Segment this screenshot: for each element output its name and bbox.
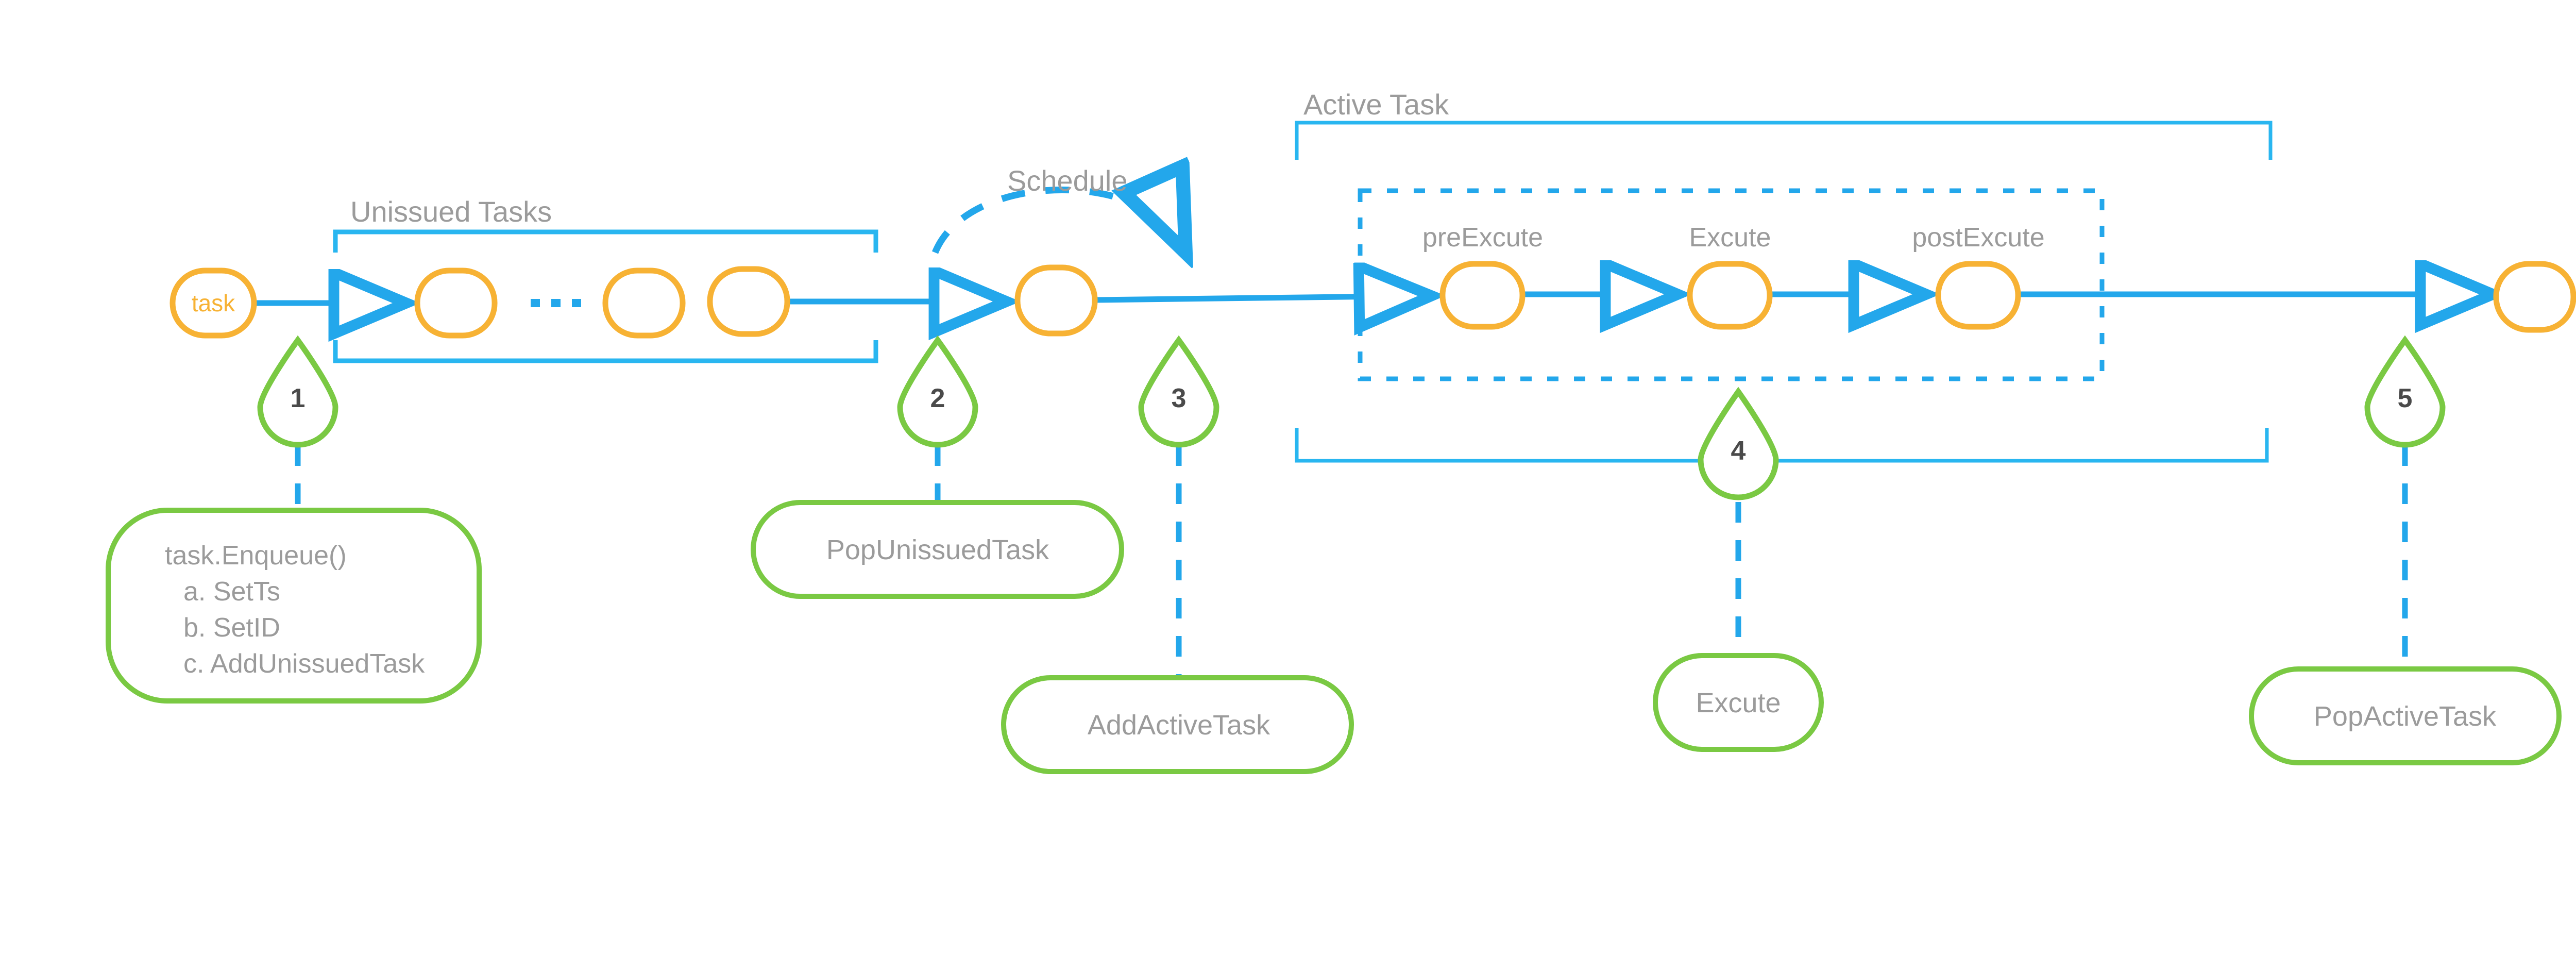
marker-3-pin [1138, 335, 1219, 448]
callout-4[interactable]: Excute [1653, 653, 1824, 752]
unissued-tasks-bracket-top [333, 229, 878, 253]
marker-5-pin [2364, 335, 2446, 448]
callout-1[interactable]: task.Enqueue() a. SetTs b. SetID c. AddU… [106, 508, 482, 704]
pre-excute-label: preExcute [1422, 223, 1543, 253]
queue-ellipsis [531, 299, 581, 307]
unissued-tasks-label: Unissued Tasks [350, 195, 552, 228]
marker-5-group[interactable]: 5 [2364, 335, 2446, 669]
callout-1-line-3: c. AddUnissuedTask [183, 649, 425, 679]
marker-1-pin [257, 335, 338, 448]
schedule-dashed-arrow [931, 190, 1183, 253]
callout-1-line-1: a. SetTs [183, 577, 280, 607]
node-done[interactable] [2493, 261, 2576, 333]
marker-5-number: 5 [2398, 383, 2413, 413]
callout-2-line-0: PopUnissuedTask [826, 534, 1049, 565]
callout-1-line-0: task.Enqueue() [165, 541, 347, 571]
marker-4-group[interactable]: 4 [1698, 387, 1779, 656]
post-excute-label: postExcute [1912, 223, 2044, 253]
callout-2[interactable]: PopUnissuedTask [751, 500, 1124, 599]
flow-arrow-scheduled-to-preexcute [1094, 296, 1427, 300]
schedule-label: Schedule [1007, 164, 1128, 197]
node-post-excute[interactable]: postExcute [1912, 223, 2045, 330]
node-task[interactable]: task [170, 267, 257, 339]
callout-3-line-0: AddActiveTask [1088, 710, 1270, 741]
callout-4-line-0: Excute [1696, 688, 1781, 718]
node-scheduled[interactable] [1014, 264, 1098, 337]
node-queued-first[interactable] [414, 267, 498, 339]
marker-2-number: 2 [930, 383, 945, 413]
node-excute[interactable]: Excute [1687, 223, 1773, 330]
callout-3[interactable]: AddActiveTask [1001, 675, 1354, 774]
execution-phase-box [1358, 188, 2105, 381]
active-task-bracket-bottom [1295, 428, 2269, 463]
schedule-transition: Schedule [931, 164, 1183, 253]
active-task-bracket-top [1295, 121, 2273, 160]
node-queued-mid[interactable] [602, 267, 686, 339]
marker-2-group[interactable]: 2 [897, 335, 978, 503]
marker-1-group[interactable]: 1 [257, 335, 338, 513]
marker-4-number: 4 [1731, 436, 1746, 466]
node-task-label: task [192, 290, 235, 316]
marker-1-number: 1 [291, 383, 306, 413]
marker-4-pin [1698, 387, 1779, 500]
unissued-tasks-bracket-bottom [333, 340, 878, 363]
callout-5[interactable]: PopActiveTask [2249, 666, 2562, 765]
marker-2-pin [897, 335, 978, 448]
node-queued-last[interactable] [707, 266, 790, 337]
excute-label: Excute [1689, 223, 1771, 253]
active-task-label: Active Task [1303, 88, 1449, 121]
node-pre-excute[interactable]: preExcute [1422, 223, 1543, 330]
marker-3-number: 3 [1172, 383, 1187, 413]
callout-5-line-0: PopActiveTask [2314, 701, 2497, 732]
marker-3-group[interactable]: 3 [1138, 335, 1219, 678]
callout-1-line-2: b. SetID [183, 613, 280, 643]
